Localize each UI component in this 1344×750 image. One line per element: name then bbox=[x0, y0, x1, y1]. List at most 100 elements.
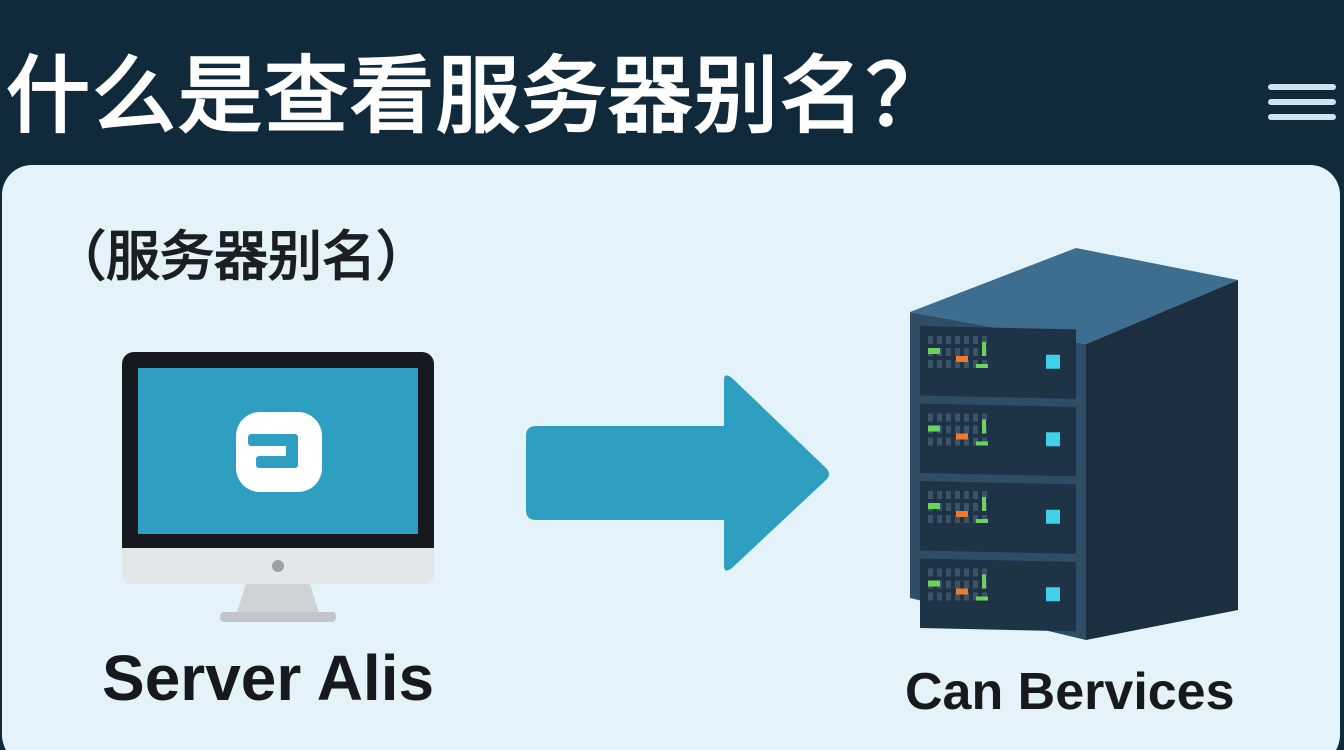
led-bar bbox=[976, 596, 988, 601]
vent-slot bbox=[973, 592, 978, 601]
vent-slot bbox=[928, 336, 933, 344]
arrow-right-icon bbox=[526, 375, 829, 571]
server-rack-icon bbox=[910, 248, 1238, 640]
vent-slot bbox=[937, 360, 942, 368]
vent-slot bbox=[982, 413, 987, 422]
vent-slot bbox=[946, 437, 951, 446]
server-unit bbox=[920, 403, 1076, 477]
vent-slot bbox=[955, 491, 960, 499]
vent-slot bbox=[955, 425, 960, 434]
vent-slot bbox=[964, 425, 969, 434]
server-unit bbox=[920, 326, 1076, 399]
menu-line bbox=[1268, 84, 1336, 90]
vent-slot bbox=[946, 336, 951, 344]
vent-slot bbox=[964, 491, 969, 499]
vent-slot bbox=[928, 437, 933, 446]
vent-slot bbox=[964, 592, 969, 601]
hamburger-menu-icon[interactable] bbox=[1264, 84, 1340, 120]
status-light bbox=[1046, 509, 1060, 524]
vent-slot bbox=[955, 580, 960, 589]
led-bar bbox=[982, 419, 986, 434]
vent-slot bbox=[928, 413, 933, 422]
vent-slot bbox=[955, 336, 960, 344]
led-bar bbox=[976, 364, 988, 368]
services-label: Can Bervices bbox=[905, 663, 1235, 721]
vent-slot bbox=[937, 515, 942, 523]
vent-slot bbox=[946, 568, 951, 577]
led-bar bbox=[976, 441, 988, 446]
vent-slot bbox=[946, 491, 951, 499]
vent-slot bbox=[973, 413, 978, 422]
vent-slot bbox=[964, 580, 969, 589]
vent-slot bbox=[928, 568, 933, 577]
vent-slot bbox=[973, 580, 978, 589]
led-bar bbox=[982, 342, 986, 356]
vent-slot bbox=[937, 491, 942, 499]
vent-slot bbox=[955, 503, 960, 511]
vent-slot bbox=[973, 336, 978, 344]
vent-slot bbox=[928, 360, 933, 368]
vent-slot bbox=[964, 413, 969, 422]
vent-slot bbox=[937, 413, 942, 422]
vent-slot bbox=[964, 437, 969, 446]
vent-slot bbox=[946, 592, 951, 601]
status-light bbox=[1046, 587, 1060, 602]
vent-slot bbox=[955, 568, 960, 577]
led-green bbox=[928, 580, 940, 587]
vent-slot bbox=[964, 360, 969, 368]
vent-slot bbox=[928, 592, 933, 601]
status-light bbox=[1046, 354, 1060, 369]
vent-slot bbox=[973, 568, 978, 577]
led-green bbox=[928, 503, 940, 509]
vent-slot bbox=[937, 568, 942, 577]
vent-slot bbox=[946, 348, 951, 356]
vent-slot bbox=[937, 437, 942, 446]
vent-slot bbox=[946, 580, 951, 589]
vent-slot bbox=[946, 425, 951, 434]
led-orange bbox=[956, 511, 968, 517]
vent-slot bbox=[928, 491, 933, 499]
menu-line bbox=[1268, 99, 1336, 105]
vent-slot bbox=[973, 425, 978, 434]
vent-slot bbox=[955, 515, 960, 523]
led-bar bbox=[982, 497, 986, 511]
led-orange bbox=[956, 588, 968, 595]
vent-slot bbox=[955, 413, 960, 422]
vent-slot bbox=[964, 336, 969, 344]
vent-slot bbox=[973, 515, 978, 523]
panel-subtitle: （服务器别名） bbox=[52, 225, 430, 288]
server-unit bbox=[920, 481, 1076, 554]
vent-slot bbox=[955, 592, 960, 601]
vent-slot bbox=[964, 568, 969, 577]
vent-slot bbox=[973, 491, 978, 499]
led-green bbox=[928, 348, 940, 354]
app-logo-icon bbox=[236, 412, 322, 492]
vent-slot bbox=[955, 437, 960, 446]
vent-slot bbox=[937, 592, 942, 601]
vent-slot bbox=[973, 348, 978, 356]
vent-slot bbox=[928, 515, 933, 523]
vent-slot bbox=[955, 360, 960, 368]
vent-slot bbox=[964, 515, 969, 523]
vent-slot bbox=[955, 348, 960, 356]
vent-slot bbox=[973, 360, 978, 368]
vent-slot bbox=[937, 336, 942, 344]
vent-slot bbox=[973, 437, 978, 446]
vent-slot bbox=[946, 360, 951, 368]
led-bar bbox=[982, 574, 986, 589]
page-title: 什么是查看服务器别名？ bbox=[6, 47, 953, 145]
vent-slot bbox=[946, 503, 951, 511]
vent-slot bbox=[964, 503, 969, 511]
vent-slot bbox=[982, 336, 987, 344]
vent-slot bbox=[946, 413, 951, 422]
led-orange bbox=[956, 356, 968, 362]
vent-slot bbox=[946, 515, 951, 523]
vent-slot bbox=[982, 491, 987, 499]
server-unit bbox=[920, 558, 1076, 632]
led-green bbox=[928, 425, 940, 432]
vent-slot bbox=[964, 348, 969, 356]
menu-line bbox=[1268, 114, 1336, 120]
server-units bbox=[920, 326, 1076, 632]
